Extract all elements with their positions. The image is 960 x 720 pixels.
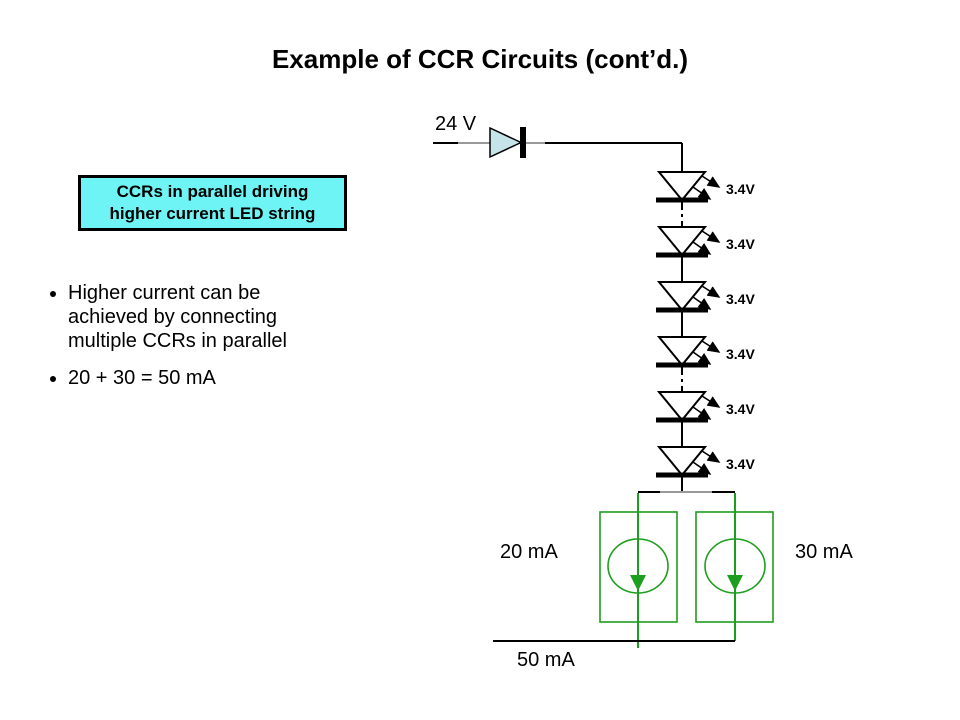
bullet-item: 20 + 30 = 50 mA (68, 366, 336, 390)
ccr-20ma-icon (599, 511, 678, 623)
led-icon (656, 336, 721, 368)
total-current-label: 50 mA (517, 649, 575, 671)
led-icon (656, 171, 721, 203)
ccr-right-current-label: 30 mA (795, 541, 853, 563)
bullet-list: Higher current can be achieved by connec… (34, 281, 336, 390)
led-voltage-label: 3.4V (726, 291, 755, 307)
input-diode-icon (489, 126, 526, 159)
supply-wire (433, 142, 683, 172)
branch-junction (638, 475, 735, 493)
led-icon (656, 281, 721, 313)
led-icon (656, 391, 721, 423)
callout-box: CCRs in parallel driving higher current … (78, 175, 347, 231)
bullet-item: Higher current can be achieved by connec… (68, 281, 336, 353)
page-title: Example of CCR Circuits (cont’d.) (271, 44, 689, 74)
led-voltage-label: 3.4V (726, 401, 755, 417)
led-voltage-label: 3.4V (726, 346, 755, 362)
supply-voltage-label: 24 V (435, 113, 477, 135)
led-voltage-label: 3.4V (726, 456, 755, 472)
ccr-30ma-icon (695, 511, 774, 623)
led-voltage-label: 3.4V (726, 236, 755, 252)
led-string (656, 171, 721, 478)
led-voltage-label: 3.4V (726, 181, 755, 197)
led-icon (656, 226, 721, 258)
ccr-pair (599, 493, 774, 648)
led-icon (656, 446, 721, 478)
ccr-left-current-label: 20 mA (500, 541, 558, 563)
